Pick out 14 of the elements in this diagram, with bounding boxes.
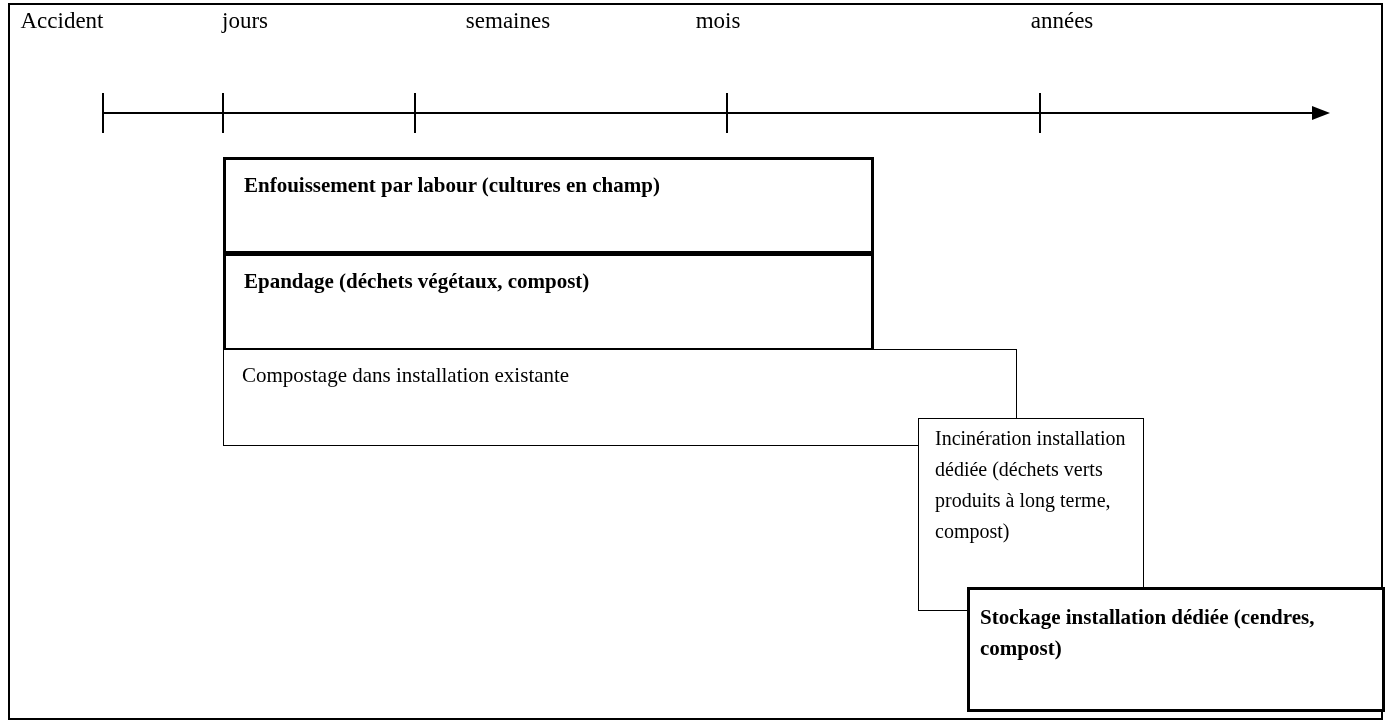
- bar-label: Epandage (déchets végétaux, compost): [244, 268, 591, 295]
- time-scale-label: jours: [222, 8, 268, 34]
- bar-label: Compostage dans installation existante: [242, 362, 571, 389]
- timeline-bar: [918, 418, 1144, 611]
- timeline-bar: [223, 157, 874, 254]
- timeline-bar: [223, 253, 874, 351]
- time-scale-label: années: [1030, 8, 1094, 34]
- time-scale-label: Accident: [20, 8, 104, 34]
- timeline-bar: [967, 587, 1385, 712]
- time-scale-label: semaines: [465, 8, 551, 34]
- bar-label: Enfouissement par labour (cultures en champ): [244, 172, 661, 199]
- bar-label: Incinération installation dédiée (déchets verts produits à long terme, compost): [935, 426, 1127, 545]
- bar-label: Stockage installation dédiée (cendres, compost): [980, 604, 1316, 662]
- time-scale-label: mois: [695, 8, 741, 34]
